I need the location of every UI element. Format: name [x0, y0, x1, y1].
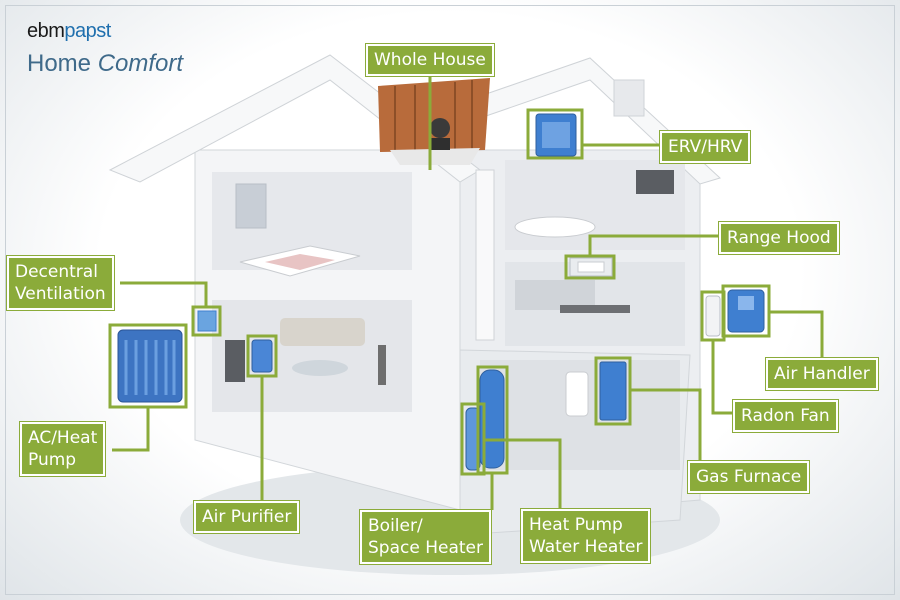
- coffee-table: [292, 360, 348, 376]
- logo-papst-text: papst: [64, 20, 111, 42]
- callout-erv-hrv: ERV/HRV: [660, 131, 751, 163]
- title-comfort: Comfort: [97, 50, 184, 77]
- heat-pump-water-heater-icon: [465, 407, 481, 471]
- dining-table: [560, 305, 630, 313]
- callout-gas-furnace: Gas Furnace: [688, 461, 810, 493]
- bathroom-window: [636, 170, 674, 194]
- decentral-ventilation-unit-icon: [197, 310, 217, 332]
- callout-whole-house: Whole House: [366, 44, 494, 76]
- erv-hrv-unit-icon: [535, 113, 577, 157]
- callout-decentral-ventilation: Decentral Ventilation: [7, 256, 114, 310]
- sofa: [280, 318, 365, 346]
- radon-fan-unit-icon: [705, 295, 721, 337]
- boiler-tank-icon: [479, 369, 505, 469]
- bed-blanket: [265, 254, 335, 270]
- callout-air-handler: Air Handler: [766, 358, 878, 390]
- logo-ebm-text: ebm: [27, 20, 65, 42]
- callout-ac-heat-pump: AC/Heat Pump: [20, 422, 106, 476]
- bathtub: [514, 216, 596, 238]
- callout-radon-fan: Radon Fan: [733, 400, 838, 432]
- plant: [378, 345, 386, 385]
- bedroom-window: [235, 183, 267, 229]
- water-heater-white-icon: [565, 371, 589, 417]
- air-purifier-unit-icon: [251, 339, 273, 373]
- whole-house-fan-icon: [378, 78, 490, 165]
- brand-block: ebmpapst Home Comfort: [27, 20, 183, 78]
- title-home: Home: [27, 50, 98, 77]
- tv-cabinet: [225, 340, 245, 382]
- door: [475, 169, 495, 341]
- chimney: [613, 79, 645, 117]
- gas-furnace-unit-icon: [599, 361, 627, 421]
- callout-heat-pump-water-heater: Heat Pump Water Heater: [521, 509, 651, 563]
- callout-range-hood: Range Hood: [719, 222, 839, 254]
- callout-boiler-space-heater: Boiler/ Space Heater: [360, 510, 491, 564]
- callout-air-purifier: Air Purifier: [194, 501, 300, 533]
- ac-heat-pump-unit-icon: [117, 329, 183, 403]
- ebmpapst-logo: ebmpapst: [27, 20, 183, 42]
- range-hood-icon: [569, 257, 613, 277]
- page-title: Home Comfort: [27, 50, 183, 78]
- air-handler-unit-icon: [727, 289, 765, 333]
